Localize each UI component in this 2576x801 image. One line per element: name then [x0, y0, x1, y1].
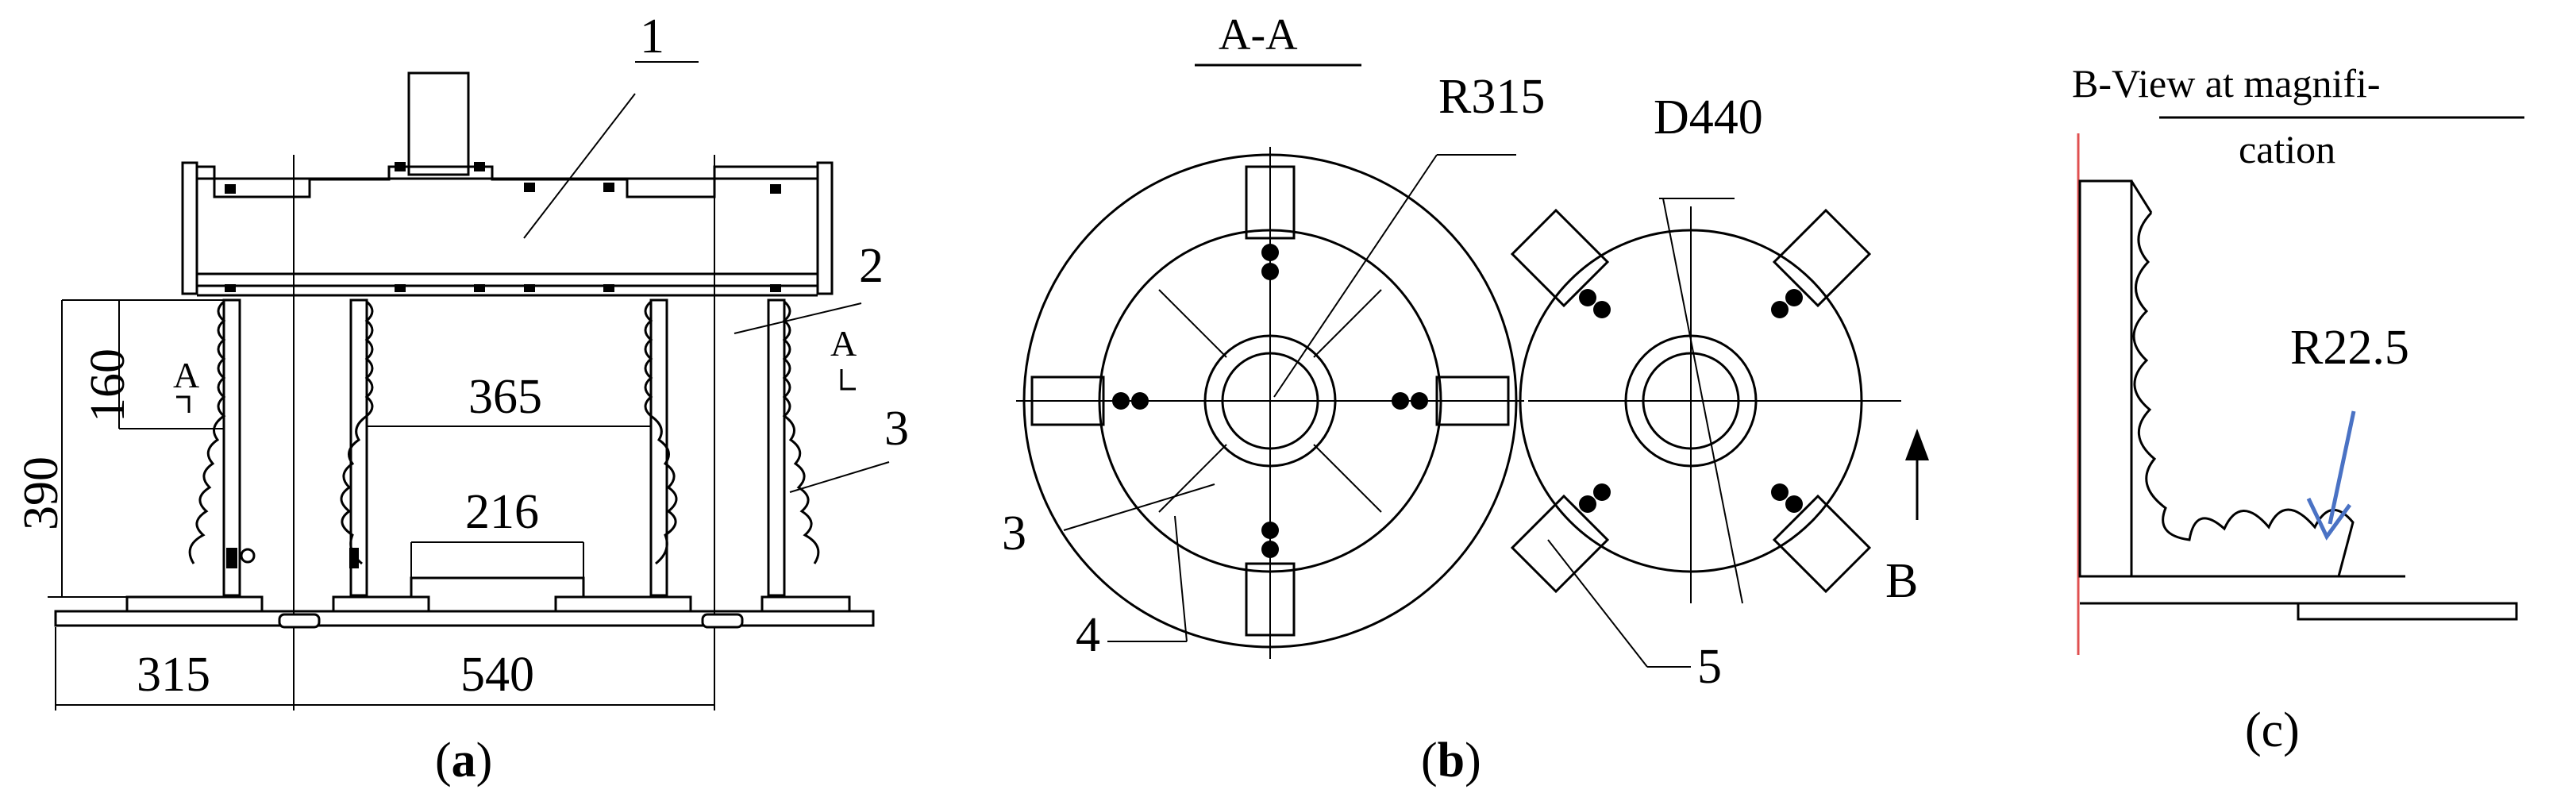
caption-c: (c) [2245, 703, 2300, 757]
part-label-4: 4 [1076, 608, 1100, 662]
column-right [767, 298, 786, 597]
base-feet [125, 595, 264, 611]
detail-wavy-profile [2132, 211, 2355, 577]
r22-5-arrow-shaft [2328, 410, 2356, 525]
base-connectors [226, 548, 744, 629]
part-label-2: 2 [859, 239, 884, 293]
section-mark-right: A [830, 323, 857, 364]
top-post [407, 71, 470, 176]
panel-c-detail-view: B-View at magnifi- cation R22.5 (c) [2072, 61, 2524, 757]
detail-title-line2: cation [2239, 127, 2335, 171]
foot-mid [332, 595, 430, 613]
top-housing-outline [195, 165, 819, 287]
dim-540: 540 [460, 648, 534, 702]
r22-5-arrow-head [2306, 497, 2352, 541]
housing-bolts [225, 162, 781, 292]
arm-bottom-left [1245, 562, 1296, 637]
foot-right [760, 595, 851, 613]
dim-390: 390 [14, 456, 68, 530]
caption-b: (b) [1421, 734, 1481, 788]
view-mark-b: B [1885, 554, 1918, 608]
part-label-1: 1 [640, 10, 664, 64]
section-arrow-left [176, 395, 191, 413]
part-label-5: 5 [1697, 640, 1722, 694]
bellows-inner-right [644, 300, 678, 565]
pins-left [1112, 244, 1428, 558]
section-mark-left: A [173, 355, 199, 395]
housing-right-flange [816, 161, 834, 295]
dim-r22-5: R22.5 [2290, 321, 2409, 375]
base-plate [54, 610, 875, 627]
view-b-arrow-head [1905, 429, 1929, 460]
part-label-3: 3 [884, 402, 909, 456]
caption-a: (a) [435, 734, 492, 788]
inner-tray [410, 576, 585, 597]
arm-right-left [1435, 375, 1510, 426]
dimension-lines-a [48, 61, 890, 711]
section-title: A-A [1219, 10, 1298, 60]
arm-left-left [1030, 375, 1105, 426]
dim-160: 160 [81, 349, 135, 422]
arms-right-disc [1510, 208, 1872, 594]
dim-r315: R315 [1438, 70, 1545, 124]
section-arrow-right [840, 369, 856, 391]
foot-mid-right [554, 595, 692, 613]
spokes-left [1158, 289, 1382, 513]
column-left [222, 298, 241, 597]
detail-wall [2078, 179, 2133, 578]
housing-left-flange [181, 161, 198, 295]
dim-216: 216 [465, 485, 539, 539]
detail-wall-slope [2130, 180, 2153, 214]
bellows-left [188, 300, 226, 564]
panel-a-front-view: 1 2 3 A A 160 390 365 216 315 540 (a) [14, 10, 909, 788]
part-label-3-b: 3 [1002, 506, 1026, 560]
dim-315: 315 [137, 648, 210, 702]
arm-top-left [1245, 165, 1296, 240]
foot-left [125, 595, 264, 613]
detail-base-tab [2297, 602, 2518, 621]
bellows-inner-left [340, 300, 374, 565]
bellows-right [782, 300, 820, 564]
dim-d440: D440 [1654, 90, 1763, 144]
detail-title-line1: B-View at magnifi- [2072, 61, 2381, 106]
pins-right [1579, 289, 1803, 513]
leaders-b [1063, 154, 1743, 668]
dim-365: 365 [468, 370, 542, 424]
panel-b-section-view: A-A [1002, 10, 1929, 788]
